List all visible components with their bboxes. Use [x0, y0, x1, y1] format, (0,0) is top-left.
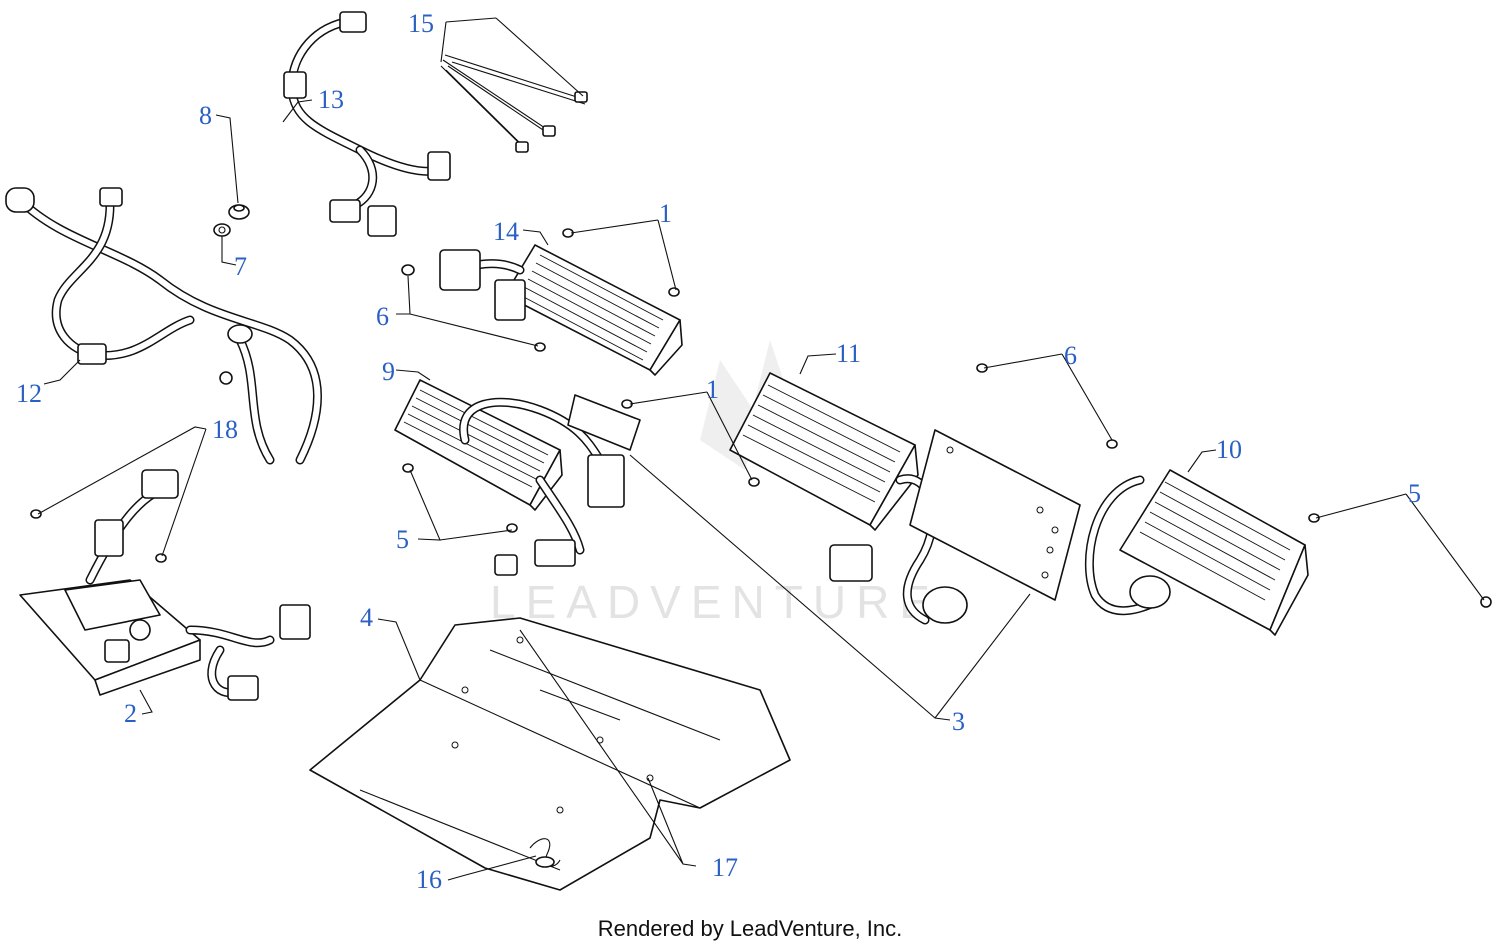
part-2-contactor [19, 469, 311, 701]
part-10-fins [1139, 481, 1291, 601]
leader-lines [37, 17, 1485, 881]
watermark: LEADVENTURE [490, 340, 940, 628]
callout-8: 8 [199, 101, 212, 130]
callout-15: 15 [408, 9, 434, 38]
part-6-screw-b [534, 342, 546, 352]
part-14-controller [439, 244, 683, 376]
callout-17: 17 [712, 853, 738, 882]
callout-3: 3 [952, 707, 965, 736]
part-4-base-plate [309, 617, 791, 891]
callout-13: 13 [318, 85, 344, 114]
callout-9: 9 [382, 357, 395, 386]
part-6-screw-d [1106, 439, 1118, 449]
part-1-nut-d [748, 477, 760, 487]
callout-18: 18 [212, 415, 238, 444]
part-9-controller [394, 379, 641, 576]
part-16-clip [529, 838, 561, 868]
callout-1-mid: 1 [706, 375, 719, 404]
part-7-nut [213, 223, 231, 237]
callout-12: 12 [16, 379, 42, 408]
part-11-controller [729, 372, 968, 625]
part-5-screw-c [1308, 513, 1320, 523]
part-18-bolt-b [155, 553, 167, 563]
part-13-harness [283, 11, 451, 237]
callout-7: 7 [234, 252, 247, 281]
callout-10: 10 [1216, 435, 1242, 464]
callout-5-left: 5 [396, 525, 409, 554]
callout-11: 11 [836, 339, 861, 368]
callout-2: 2 [124, 699, 137, 728]
render-credit: Rendered by LeadVenture, Inc. [597, 916, 903, 941]
part-8-nut [228, 204, 250, 220]
callout-6-right: 6 [1064, 341, 1077, 370]
callout-4: 4 [360, 603, 373, 632]
callout-6-left: 6 [376, 302, 389, 331]
part-15-cable-ties [440, 54, 588, 153]
part-18-bolt-a [30, 509, 42, 519]
callout-1-top: 1 [659, 199, 672, 228]
callout-5-right: 5 [1408, 479, 1421, 508]
part-9-fins [403, 389, 549, 488]
callout-16: 16 [416, 865, 442, 894]
part-1-nut-b [668, 287, 680, 297]
part-5-screw-a [402, 463, 414, 473]
part-12-main-harness [5, 187, 322, 465]
callouts: 15 13 8 7 14 1 6 12 9 1 11 6 10 18 5 5 4… [16, 9, 1421, 894]
watermark-text: LEADVENTURE [490, 576, 940, 628]
part-10-controller [1084, 469, 1309, 636]
part-11-fins [742, 384, 901, 503]
part-14-fins [519, 254, 664, 361]
part-6-screw-a [401, 264, 415, 276]
callout-14: 14 [493, 217, 519, 246]
part-3-bracket [909, 429, 1081, 601]
